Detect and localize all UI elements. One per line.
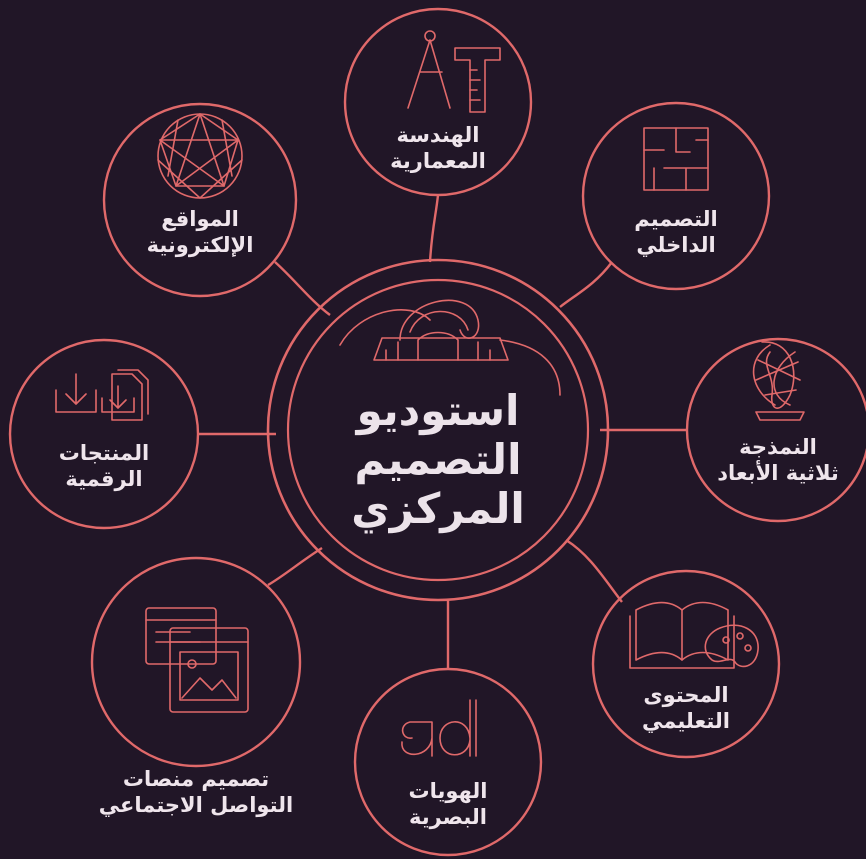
node-circle-social bbox=[90, 556, 302, 768]
node-label-modeling: النمذجة ثلاثية الأبعاد bbox=[717, 435, 839, 486]
node-label-interior: التصميم الداخلي bbox=[634, 207, 718, 258]
globe-mesh-icon bbox=[157, 113, 243, 199]
compass-ruler-icon bbox=[407, 30, 501, 113]
node-circles bbox=[8, 7, 866, 857]
node-label-identity: الهويات البصرية bbox=[408, 779, 488, 830]
node-label-websites: المواقع الإلكترونية bbox=[146, 207, 254, 258]
node-circle-modeling bbox=[685, 337, 866, 523]
center-label: استوديو التصميم المركزي bbox=[338, 386, 538, 533]
center-line-2: التصميم bbox=[354, 435, 522, 485]
node-label-digital: المنتجات الرقمية bbox=[58, 441, 150, 492]
center-inner-circle bbox=[286, 278, 590, 582]
ad-letters-icon bbox=[401, 699, 477, 757]
connector-education bbox=[565, 538, 623, 603]
center-hub bbox=[266, 258, 610, 602]
book-palette-icon bbox=[629, 601, 759, 669]
node-circle-digital bbox=[8, 338, 200, 530]
3d-sculpture-icon bbox=[752, 341, 805, 421]
node-label-architecture: الهندسة المعمارية bbox=[390, 123, 486, 174]
node-circle-identity bbox=[353, 667, 543, 857]
node-circle-websites bbox=[102, 102, 298, 298]
studio-dome-icon bbox=[339, 299, 561, 396]
node-label-education: المحتوى التعليمي bbox=[642, 683, 730, 734]
node-label-social: تصميم منصات التواصل الاجتماعي bbox=[98, 767, 294, 818]
connector-architecture bbox=[428, 194, 440, 263]
node-circle-interior bbox=[581, 101, 771, 291]
social-posts-icon bbox=[145, 607, 249, 713]
floorplan-icon bbox=[643, 127, 709, 191]
connector-interior bbox=[559, 261, 613, 308]
download-files-icon bbox=[55, 369, 149, 421]
center-outer-circle bbox=[266, 258, 610, 602]
node-circle-architecture bbox=[343, 7, 533, 197]
center-line-1: استوديو bbox=[356, 386, 520, 435]
connector-social bbox=[267, 546, 323, 587]
connectors bbox=[198, 194, 687, 670]
node-circle-education bbox=[591, 569, 781, 759]
center-line-3: المركزي bbox=[351, 484, 525, 534]
connector-websites bbox=[274, 261, 331, 316]
